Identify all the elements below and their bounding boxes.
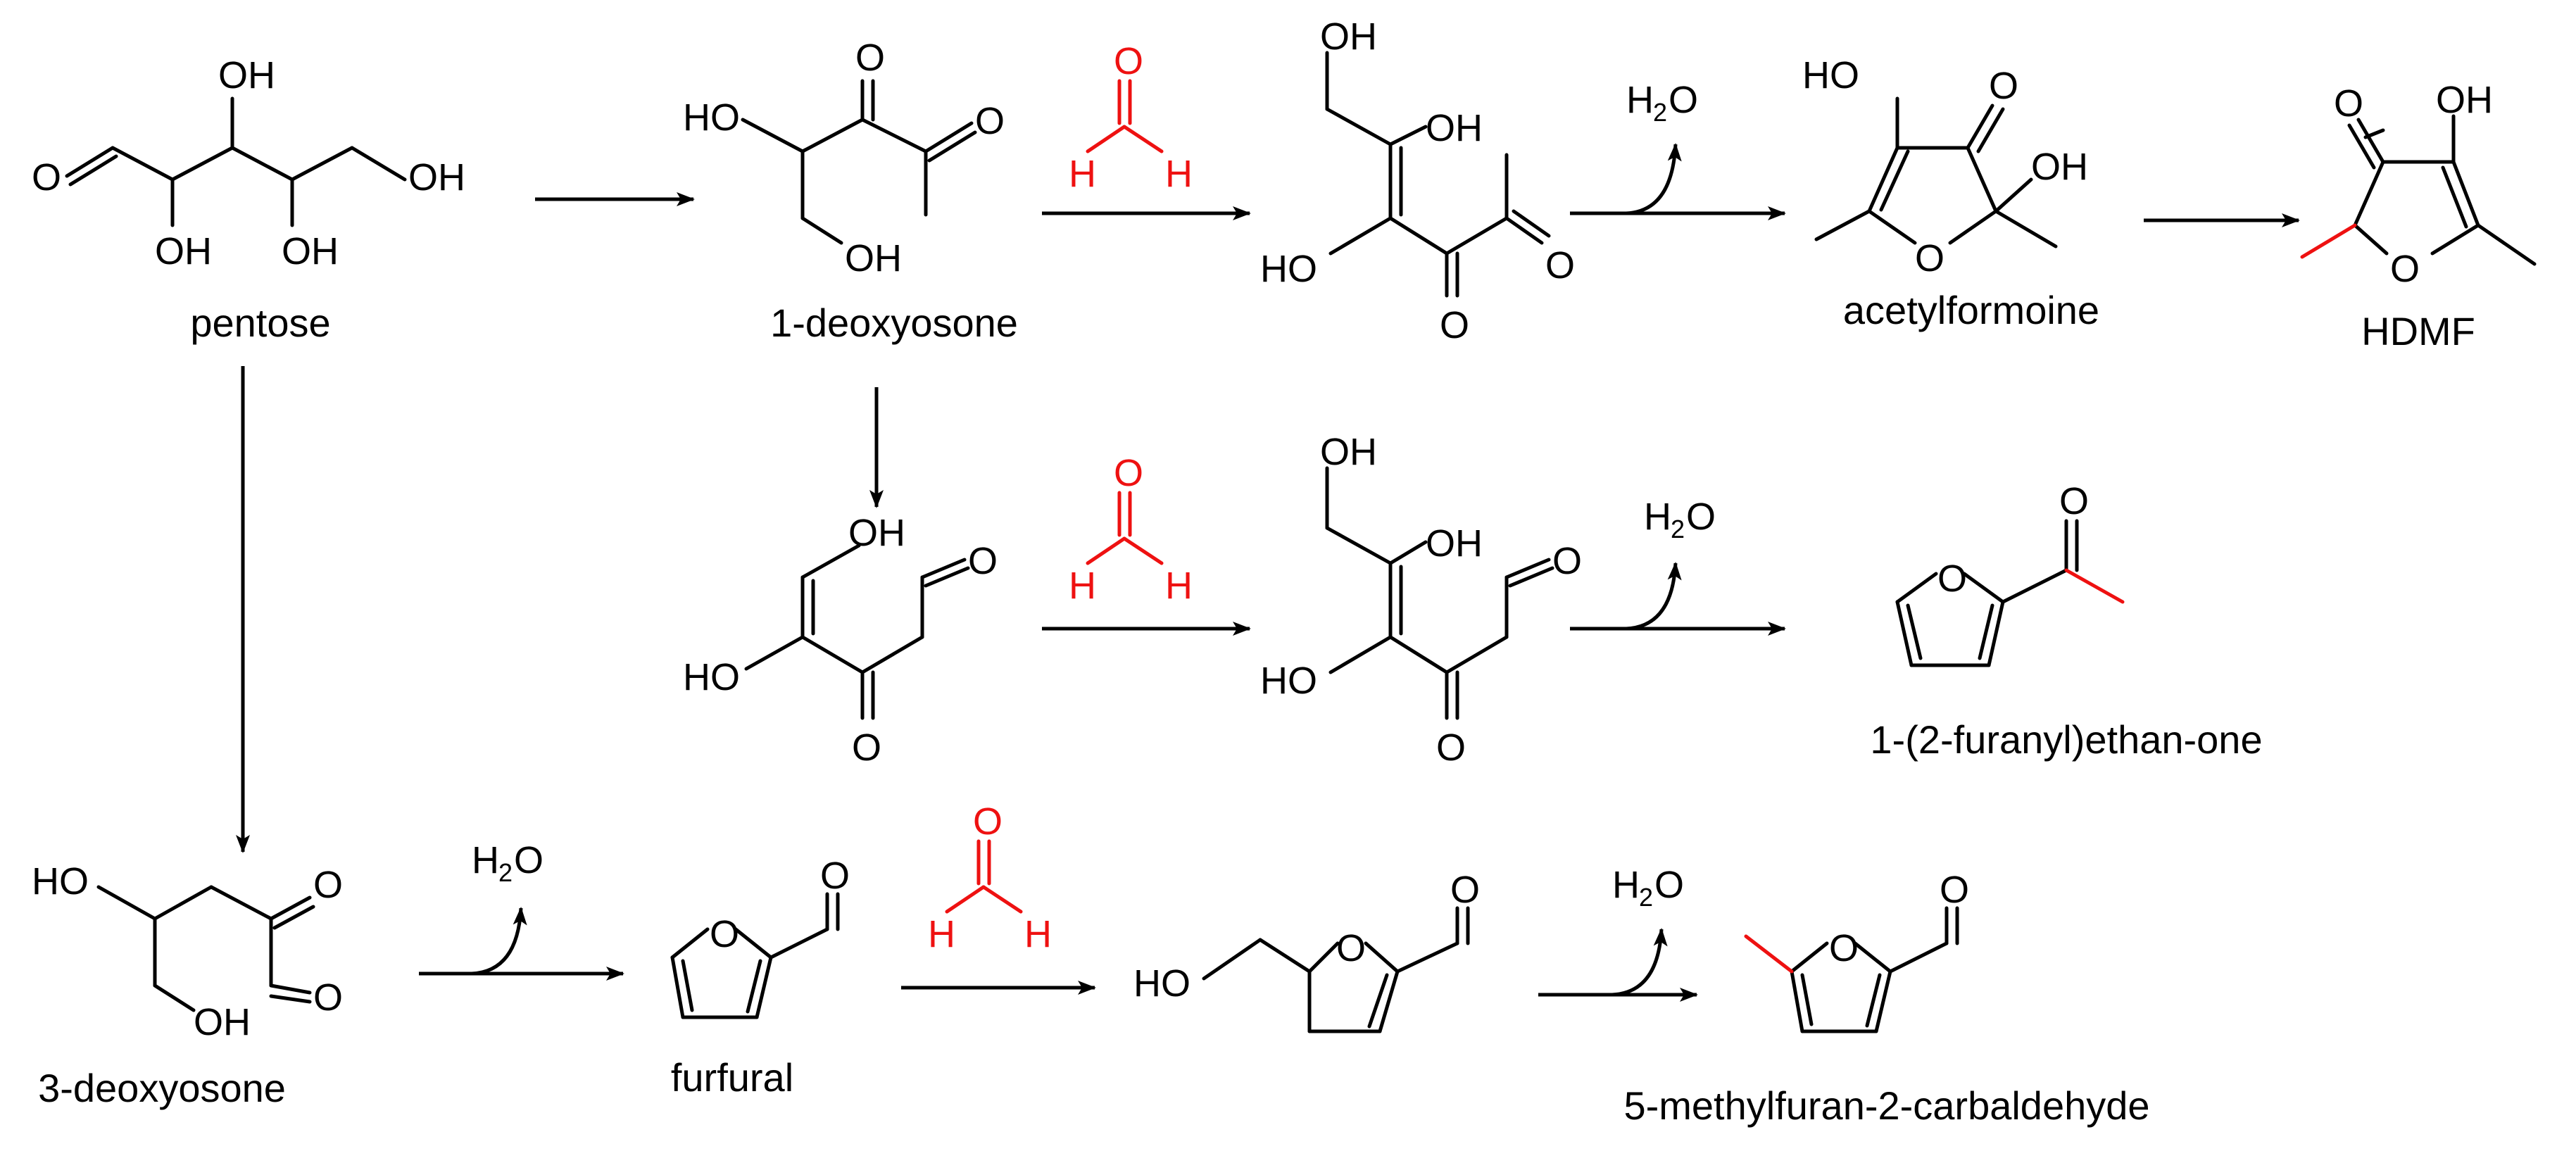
hmdf-o-ring: O [1336, 927, 1366, 969]
hdmf-structure: O OH O HDMF [2300, 79, 2537, 353]
middle-enol-o: O [852, 727, 881, 769]
acetylformoine-o-keto: O [1989, 65, 2018, 107]
acetylformoine-o-ring: O [1915, 237, 1944, 279]
pentose-oh-end: OH [408, 156, 465, 199]
deoxyosone1-oh: OH [845, 237, 902, 279]
middle-enol-o-ald: O [968, 540, 998, 582]
water2-sub: 2 [1671, 515, 1685, 543]
water-loss-2: H 2 O [1570, 496, 1786, 636]
water2-h: H [1644, 496, 1671, 538]
deoxyosone3-structure: HO O O OH 3-deoxyosone [32, 860, 343, 1110]
water1-o: O [1669, 79, 1698, 121]
furfural-o-ald: O [820, 855, 850, 897]
acetylformoine-label: acetylformoine [1843, 288, 2099, 332]
water-loss-3: H 2 O [419, 839, 624, 981]
water4-sub: 2 [1639, 883, 1653, 912]
pentose-o: O [32, 156, 61, 199]
formaldehyde-3: O H H [928, 800, 1052, 955]
furfural-label: furfural [671, 1055, 793, 1100]
water2-o: O [1686, 496, 1716, 538]
deoxyosone1-label: 1-deoxyosone [770, 301, 1018, 345]
middle-intermediate-oh: OH [1426, 522, 1483, 565]
top-intermediate-o1: O [1440, 304, 1469, 346]
water-loss-4: H 2 O [1538, 864, 1698, 1002]
furfural-o-ring: O [710, 913, 739, 955]
hmdf-o-ald: O [1450, 869, 1480, 911]
middle-intermediate-oh-top: OH [1320, 431, 1377, 473]
methylfuran-o-ald: O [1940, 869, 1969, 911]
water3-h: H [472, 839, 499, 881]
top-intermediate-o2: O [1545, 244, 1575, 287]
deoxyosone3-o2: O [313, 976, 343, 1019]
acetylformoine-ho: HO [1802, 54, 1859, 96]
middle-intermediate-structure: OH OH HO O O [1260, 431, 1582, 769]
deoxyosone1-structure: HO O O OH 1-deoxyosone [683, 37, 1018, 345]
middle-enol-structure: OH HO O O [683, 512, 998, 769]
hdmf-o-ring: O [2390, 248, 2420, 290]
formaldehyde2-o: O [1114, 452, 1143, 494]
furanylethanone-o-keto: O [2059, 480, 2089, 522]
furanylethanone-structure: O O 1-(2-furanyl)ethan-one [1870, 480, 2262, 762]
methylfuran-o-ring: O [1829, 927, 1859, 969]
middle-intermediate-ho: HO [1260, 660, 1317, 702]
top-intermediate-oh: OH [1426, 107, 1483, 149]
water-loss-1: H 2 O [1570, 79, 1786, 220]
methylfurancarbaldehyde-structure: O O 5-methylfuran-2-carbaldehyde [1623, 869, 2149, 1128]
formaldehyde1-h2: H [1165, 153, 1193, 195]
water1-sub: 2 [1653, 98, 1667, 127]
acetylformoine-structure: HO O OH O acetylformoine [1802, 54, 2099, 332]
water3-sub: 2 [498, 858, 513, 887]
top-intermediate-oh-top: OH [1320, 15, 1377, 58]
hmdf-ho: HO [1133, 962, 1190, 1005]
hdmf-label: HDMF [2361, 309, 2475, 353]
water4-h: H [1612, 864, 1640, 906]
pentose-structure: O OH OH OH OH pentose [32, 54, 465, 345]
furanylethanone-o-ring: O [1937, 558, 1967, 600]
middle-enol-ho: HO [683, 656, 740, 698]
methylfurancarbaldehyde-label: 5-methylfuran-2-carbaldehyde [1623, 1083, 2149, 1128]
pentose-oh-c4: OH [282, 230, 339, 272]
acetylformoine-oh: OH [2031, 146, 2088, 188]
deoxyosone1-o1: O [855, 37, 885, 79]
formaldehyde1-o: O [1114, 40, 1143, 82]
formaldehyde-2: O H H [1069, 452, 1193, 607]
formaldehyde1-h1: H [1069, 153, 1096, 195]
deoxyosone3-oh: OH [194, 1001, 251, 1043]
deoxyosone3-o1: O [313, 864, 343, 906]
top-intermediate-structure: OH OH HO O O [1260, 15, 1575, 346]
pentose-oh-c2: OH [155, 230, 212, 272]
hydroxymethyl-dihydrofuran-structure: HO O O [1133, 869, 1480, 1033]
middle-intermediate-o-ald: O [1552, 540, 1582, 582]
pentose-oh-top: OH [218, 54, 275, 96]
furfural-structure: O O furfural [670, 855, 850, 1100]
deoxyosone3-label: 3-deoxyosone [38, 1066, 286, 1110]
middle-intermediate-o: O [1436, 727, 1466, 769]
water3-o: O [514, 839, 544, 881]
formaldehyde2-h2: H [1165, 565, 1193, 607]
water4-o: O [1654, 864, 1684, 906]
formaldehyde2-h1: H [1069, 565, 1096, 607]
furanylethanone-label: 1-(2-furanyl)ethan-one [1870, 717, 2262, 762]
pentose-label: pentose [190, 301, 330, 345]
deoxyosone3-ho: HO [32, 860, 89, 902]
formaldehyde-1: O H H [1069, 40, 1193, 195]
deoxyosone1-ho: HO [683, 96, 740, 139]
formaldehyde3-o: O [973, 800, 1003, 843]
formaldehyde3-h1: H [928, 913, 955, 955]
formaldehyde3-h2: H [1024, 913, 1052, 955]
top-intermediate-ho: HO [1260, 248, 1317, 290]
water1-h: H [1626, 79, 1654, 121]
deoxyosone1-o2: O [975, 100, 1005, 142]
hdmf-oh: OH [2436, 79, 2493, 121]
hdmf-o-keto: O [2334, 82, 2363, 125]
middle-enol-oh: OH [848, 512, 905, 554]
